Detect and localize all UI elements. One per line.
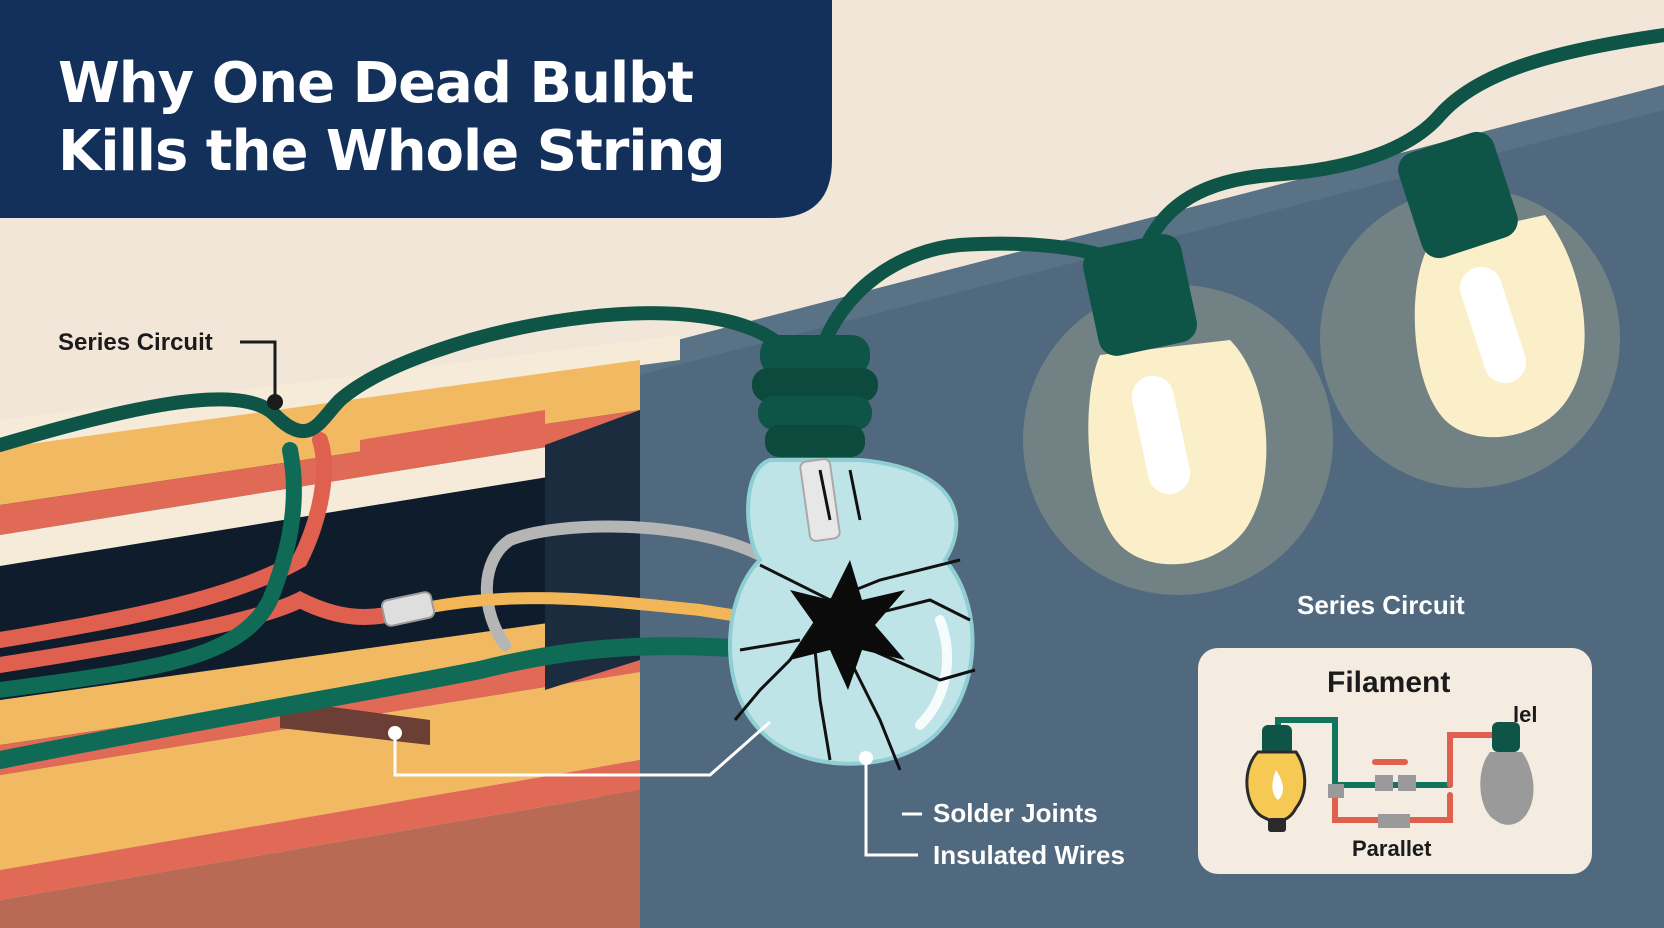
inset-lit-bulb-icon xyxy=(1245,725,1307,832)
title-panel xyxy=(0,0,832,218)
bulb-stem xyxy=(799,458,841,542)
inset-filament-label: Filament xyxy=(1327,666,1450,699)
inset-component xyxy=(1328,784,1344,798)
wire-bundle xyxy=(0,432,842,769)
inset-diagram-card: Filament lel Parallet xyxy=(1198,648,1592,874)
break-hole xyxy=(790,560,905,690)
title-line-2: Kills the Whole String xyxy=(58,119,725,184)
glowing-bulb-right xyxy=(1320,131,1620,488)
broken-bulb xyxy=(728,335,976,771)
label-insulated-wires: Insulated Wires xyxy=(933,840,1125,870)
series-circuit-callout-left: Series Circuit xyxy=(58,329,283,410)
inset-parallel-label: Parallet xyxy=(1352,836,1432,861)
label-series-circuit-left: Series Circuit xyxy=(58,329,213,356)
inset-component xyxy=(1378,814,1410,828)
bulb-socket xyxy=(752,335,878,457)
title-line-1: Why One Dead Bulbt xyxy=(58,51,693,116)
wall-edge xyxy=(600,85,1664,385)
glowing-bulb-middle xyxy=(1023,234,1333,595)
inset-corner-label: lel xyxy=(1513,702,1537,727)
inset-dead-bulb-icon xyxy=(1480,722,1534,825)
inset-component xyxy=(1375,775,1393,791)
wire-connector xyxy=(380,591,436,627)
inset-component xyxy=(1398,775,1416,791)
label-series-circuit-right: Series Circuit xyxy=(1297,590,1465,620)
leader-lines xyxy=(388,720,922,857)
label-solder-joints: Solder Joints xyxy=(933,798,1098,828)
